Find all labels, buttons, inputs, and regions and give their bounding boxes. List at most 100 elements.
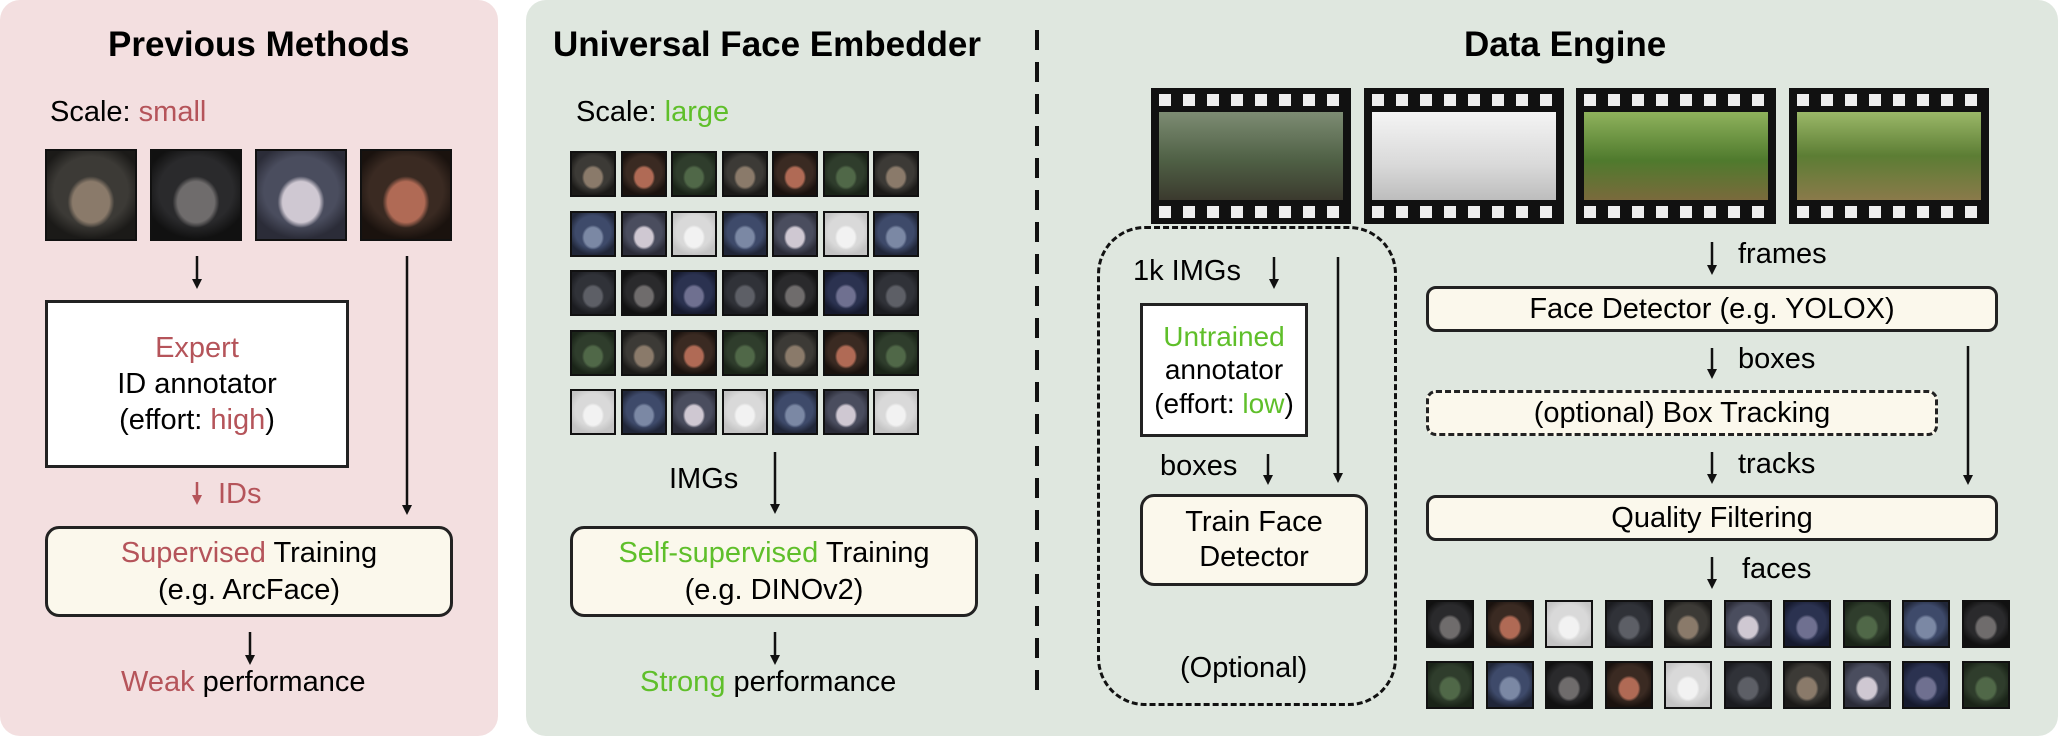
boxes-label: boxes	[1738, 343, 1816, 375]
chimp-face-photo	[772, 270, 818, 316]
tracks-label: tracks	[1738, 448, 1816, 480]
chimp-face-photo	[570, 329, 616, 376]
chimp-face-photo	[570, 210, 616, 257]
chimp-face-photo	[1545, 661, 1593, 709]
chimp-face-photo	[1783, 600, 1831, 648]
chimp-face-photo	[1842, 661, 1891, 709]
chimp-face-photo	[1902, 600, 1950, 648]
faces-label: faces	[1742, 553, 1812, 585]
chimp-face-photo	[721, 151, 768, 197]
optional-label: (Optional)	[1180, 652, 1308, 684]
dinov2-label: (e.g. DINOv2)	[684, 573, 864, 606]
ids-label: IDs	[218, 478, 262, 510]
untrained-annotator-box: Untrained annotator (effort: low)	[1140, 303, 1308, 437]
chimp-face-photo	[822, 389, 869, 435]
untrained-label: Untrained	[1163, 320, 1285, 352]
chimp-face-photo	[721, 210, 768, 257]
chimp-face-photo	[1545, 600, 1593, 648]
chimp-face-photo	[45, 149, 137, 241]
strong-performance-label: Strong performance	[640, 666, 897, 698]
chimp-face-photo	[1783, 661, 1831, 709]
chimp-face-photo	[620, 151, 667, 197]
chimp-face-photo	[1902, 661, 1950, 709]
effort-high-label: (effort: high)	[119, 404, 275, 437]
arcface-label: (e.g. ArcFace)	[157, 573, 341, 606]
chimp-face-photo	[671, 210, 717, 257]
chimp-face-photo	[873, 389, 919, 435]
video-frame	[1584, 112, 1768, 200]
weak-performance-label: Weak performance	[121, 666, 366, 698]
expert-annotator-box: Expert ID annotator (effort: high)	[45, 300, 349, 468]
train-face-label: Train Face	[1185, 506, 1323, 539]
chimp-face-photo	[873, 270, 919, 316]
face-detector-box: Face Detector (e.g. YOLOX)	[1426, 286, 1998, 332]
chimp-face-photo	[671, 389, 717, 435]
quality-filtering-box: Quality Filtering	[1426, 495, 1998, 541]
chimp-face-photo	[1485, 661, 1534, 709]
chimp-face-photo	[1842, 600, 1891, 648]
chimp-face-photo	[772, 151, 818, 197]
chimp-face-photo	[822, 210, 869, 257]
data-engine-title: Data Engine	[1464, 25, 1667, 64]
self-supervised-training-box: Self-supervised Training (e.g. DINOv2)	[570, 526, 978, 617]
expert-label: Expert	[155, 331, 239, 364]
chimp-face-photo	[150, 149, 242, 241]
chimp-face-photo	[822, 329, 869, 376]
video-frame	[1159, 112, 1343, 200]
chimp-face-photo	[772, 210, 818, 257]
supervised-training-box: Supervised Training (e.g. ArcFace)	[45, 526, 453, 617]
chimp-face-photo	[1723, 600, 1772, 648]
supervised-training-label: Supervised Training	[120, 537, 378, 570]
chimp-face-photo	[1604, 600, 1653, 648]
chimp-face-photo	[255, 149, 347, 241]
annotator-word: annotator	[1164, 354, 1284, 386]
embedder-title: Universal Face Embedder	[553, 25, 981, 64]
chimp-face-photo	[1604, 661, 1653, 709]
chimp-face-photo	[1664, 600, 1712, 648]
chimp-face-photo	[721, 389, 768, 435]
chimp-face-photo	[1426, 661, 1474, 709]
video-frame	[1797, 112, 1981, 200]
chimp-face-photo	[671, 270, 717, 316]
chimp-face-photo	[772, 389, 818, 435]
video-frame	[1372, 112, 1556, 200]
chimp-face-photo	[360, 149, 452, 241]
chimp-face-photo	[1485, 600, 1534, 648]
optional-detector-training-group	[1097, 226, 1397, 706]
film-strip-icon	[1151, 88, 1351, 224]
1k-imgs-label: 1k IMGs	[1133, 255, 1241, 287]
boxes-label-left: boxes	[1160, 450, 1238, 482]
chimp-face-photo	[873, 151, 919, 197]
previous-scale: Scale: small	[50, 96, 207, 128]
effort-low-label: (effort: low)	[1154, 387, 1294, 419]
chimp-face-photo	[620, 389, 667, 435]
chimp-face-photo	[772, 329, 818, 376]
chimp-face-photo	[671, 329, 717, 376]
chimp-face-photo	[1961, 661, 2010, 709]
chimp-face-photo	[873, 210, 919, 257]
chimp-face-photo	[620, 329, 667, 376]
embedder-imgs-label: IMGs	[669, 463, 739, 495]
train-face-detector-box: Train Face Detector	[1140, 494, 1368, 586]
chimp-face-photo	[570, 389, 616, 435]
chimp-face-photo	[1426, 600, 1474, 648]
chimp-face-photo	[570, 151, 616, 197]
annotator-label: ID annotator	[117, 367, 277, 400]
film-strip-icon	[1364, 88, 1564, 224]
embedder-scale: Scale: large	[576, 96, 730, 128]
film-strip-icon	[1789, 88, 1989, 224]
film-strip-icon	[1576, 88, 1776, 224]
previous-methods-title: Previous Methods	[108, 25, 410, 64]
chimp-face-photo	[1664, 661, 1712, 709]
chimp-face-photo	[1723, 661, 1772, 709]
chimp-face-photo	[721, 329, 768, 376]
frames-label: frames	[1738, 238, 1827, 270]
chimp-face-photo	[570, 270, 616, 316]
chimp-face-photo	[620, 270, 667, 316]
chimp-face-photo	[1961, 600, 2010, 648]
chimp-face-photo	[620, 210, 667, 257]
chimp-face-photo	[873, 329, 919, 376]
box-tracking-box: (optional) Box Tracking	[1426, 390, 1938, 436]
chimp-face-photo	[671, 151, 717, 197]
chimp-face-photo	[822, 151, 869, 197]
